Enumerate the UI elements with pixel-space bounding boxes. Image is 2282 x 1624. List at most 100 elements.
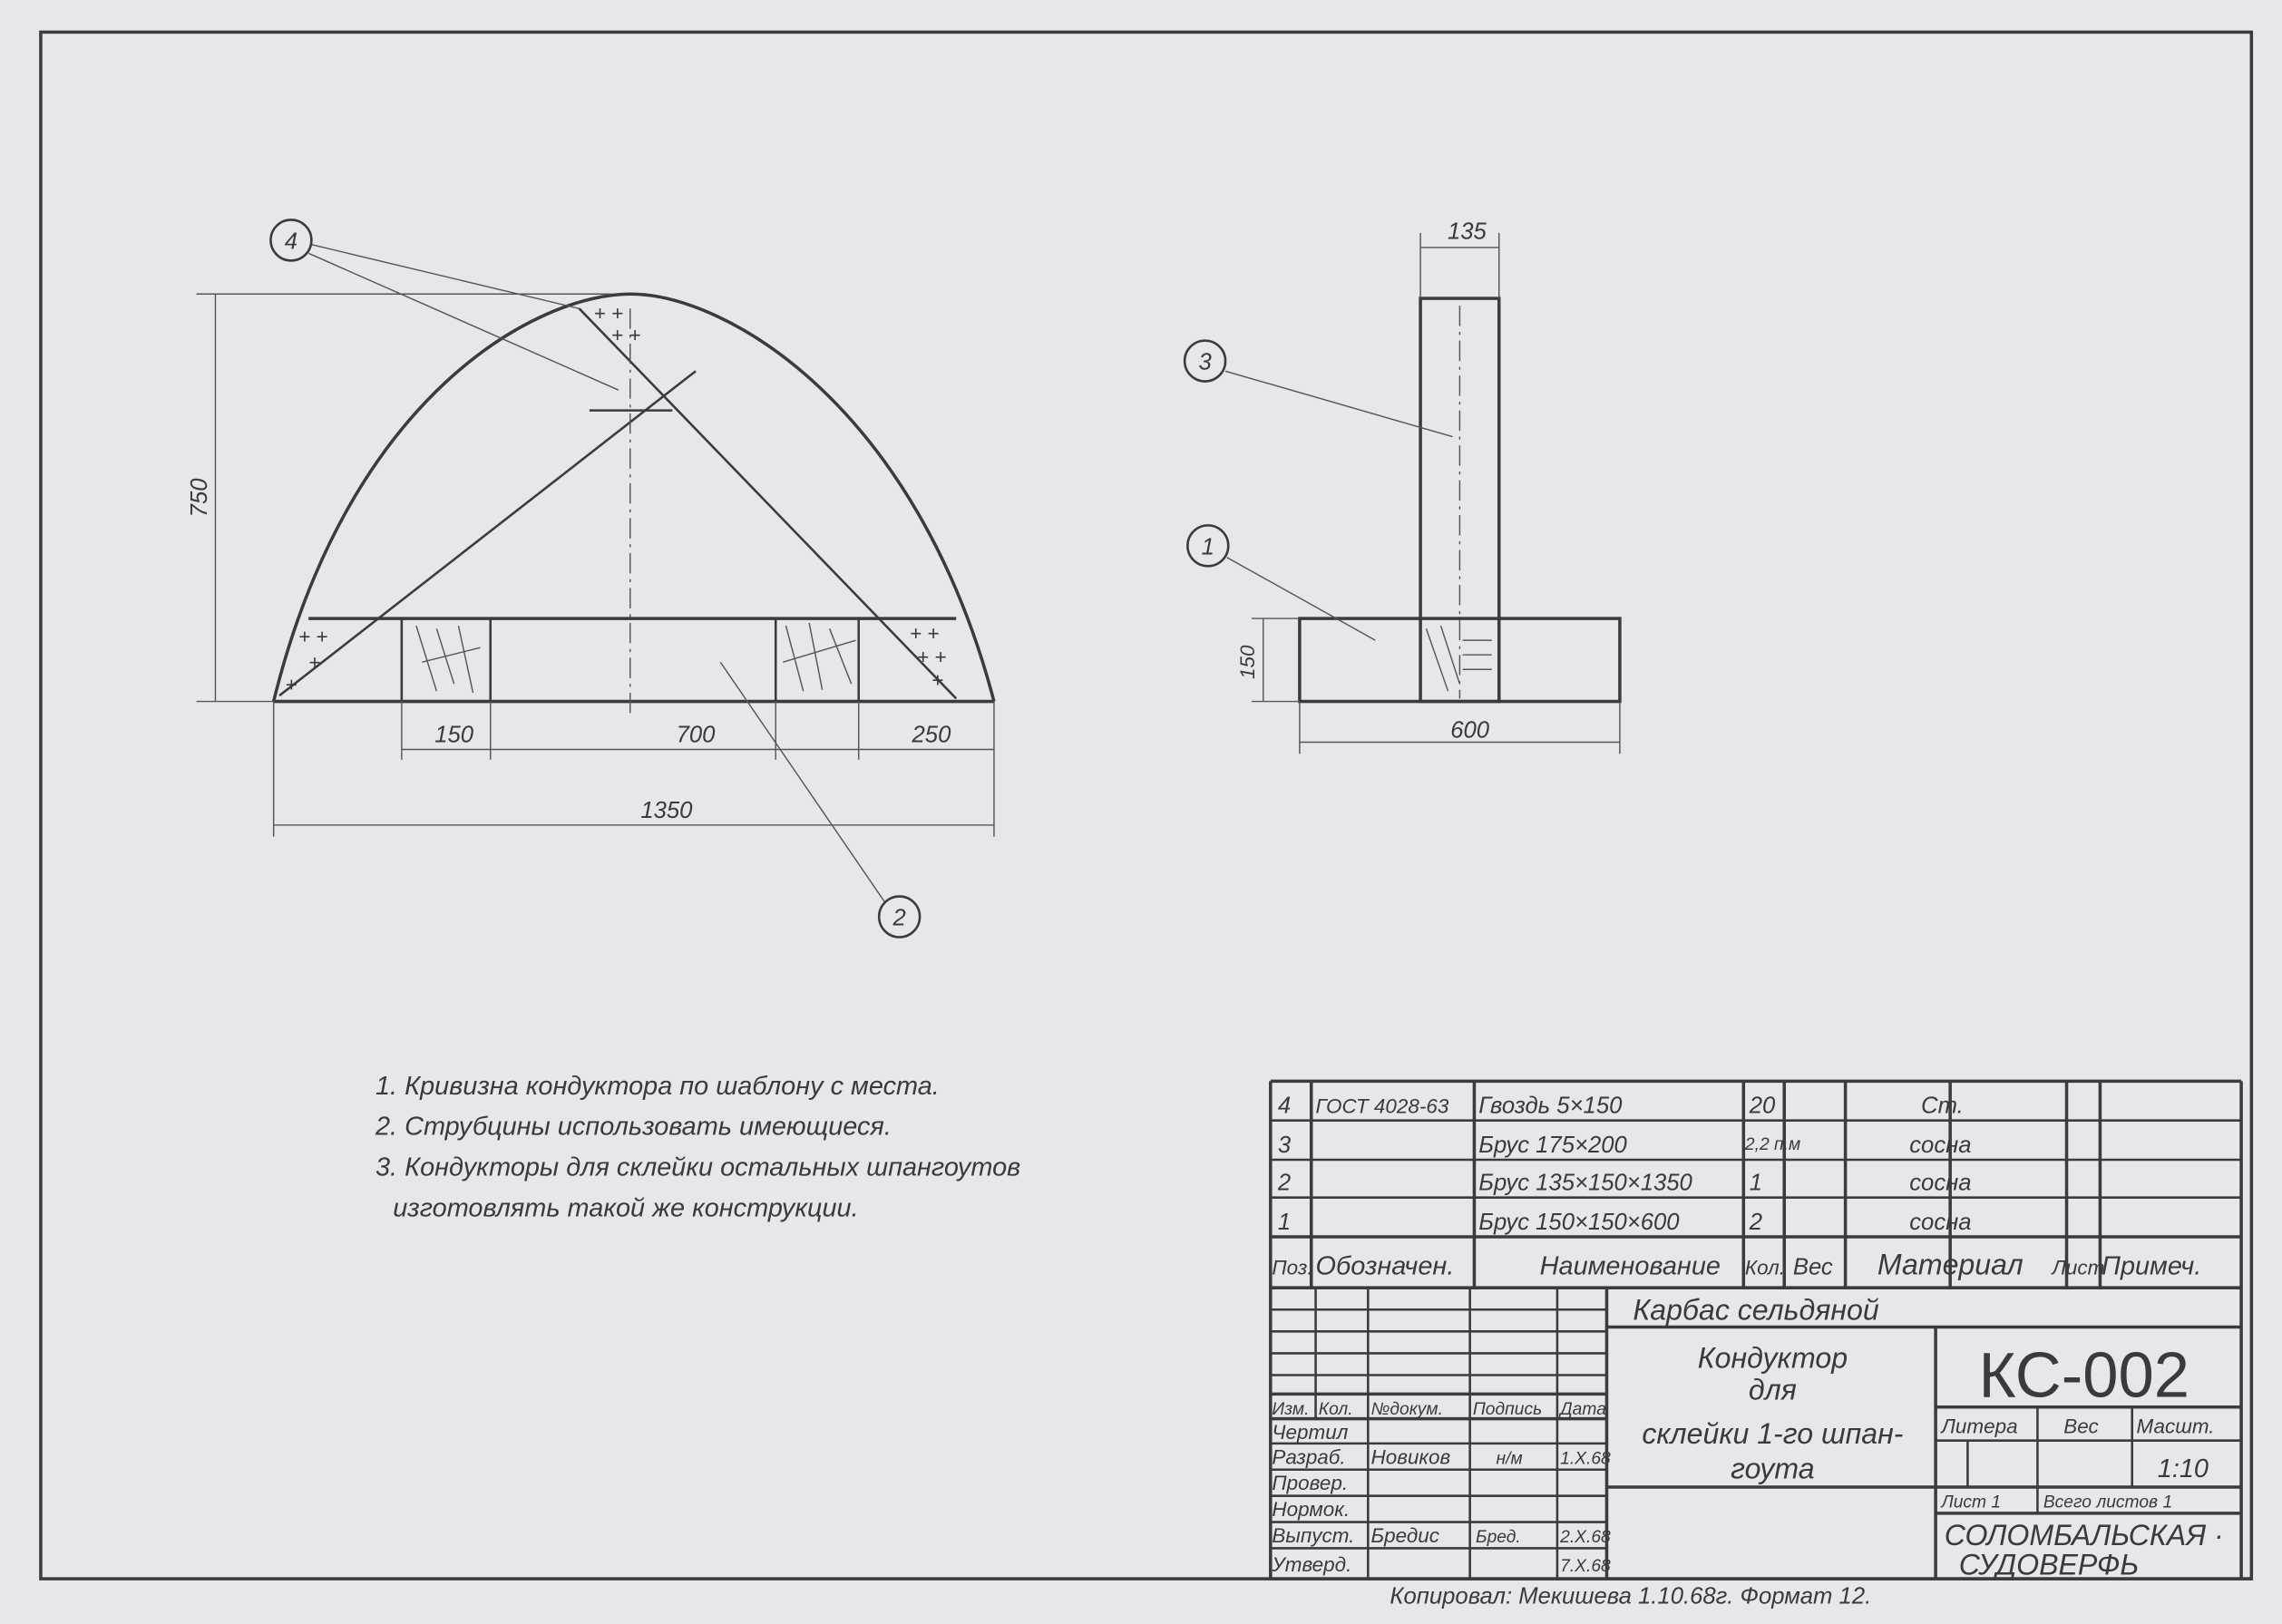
dim-600-label: 600 <box>1450 718 1490 744</box>
document-number: КС-002 <box>1978 1339 2189 1411</box>
svg-text:1.X.68: 1.X.68 <box>1560 1449 1611 1468</box>
spec-row: 2 Брус 135×150×1350 1 сосна <box>1277 1171 1972 1196</box>
litera-label: Литера <box>1940 1415 2018 1438</box>
spec-header: Поз. Обозначен. Наименование Кол. Вес Ма… <box>1272 1249 2201 1281</box>
note-1: 1. Кривизна кондуктора по шаблону с мест… <box>375 1072 940 1101</box>
signature-rows: Чертил Разраб. Новиков н/м 1.X.68 Провер… <box>1271 1421 1611 1576</box>
svg-text:Разраб.: Разраб. <box>1272 1445 1345 1468</box>
scale-value: 1:10 <box>2158 1454 2209 1483</box>
title-line-1: Кондуктор <box>1698 1341 1848 1374</box>
svg-text:Брус 150×150×600: Брус 150×150×600 <box>1478 1210 1680 1235</box>
sheet-number: Лист 1 <box>1940 1493 2002 1512</box>
sheets-total: Всего листов 1 <box>2043 1493 2172 1512</box>
copy-line: Копировал: Мекишева 1.10.68г. Формат 12. <box>1390 1583 1871 1609</box>
arch-frame <box>271 292 996 702</box>
weight-label: Вес <box>2063 1415 2098 1438</box>
support-block-left <box>400 617 492 703</box>
svg-text:2: 2 <box>1277 1171 1291 1196</box>
balloon-3 <box>1183 339 1227 383</box>
front-view: + +++ + ++ ++ + ++ + 750 150 700 250 135… <box>187 219 996 938</box>
wood-hatch-side <box>1425 625 1492 692</box>
notes: 1. Кривизна кондуктора по шаблону с мест… <box>375 1072 1020 1223</box>
svg-text:Кол.: Кол. <box>1745 1257 1785 1279</box>
spec-row: 3 Брус 175×200 2,2 п.м сосна <box>1278 1133 1972 1158</box>
svg-text:7.X.68: 7.X.68 <box>1560 1557 1611 1576</box>
svg-text:Материал: Материал <box>1877 1249 2024 1281</box>
note-2: 2. Струбцины использовать имеющиеся. <box>375 1113 892 1142</box>
svg-text:сосна: сосна <box>1909 1171 1971 1196</box>
svg-text:+ +: + + <box>611 324 640 346</box>
svg-text:Нормок.: Нормок. <box>1272 1498 1350 1521</box>
balloon-1 <box>1186 524 1230 568</box>
svg-text:ГОСТ 4028-63: ГОСТ 4028-63 <box>1316 1095 1449 1118</box>
svg-text:Чертил: Чертил <box>1272 1421 1348 1444</box>
signature-headers: Изм. Кол. №докум. Подпись Дата <box>1272 1400 1606 1419</box>
balloon-4-label: 4 <box>285 229 297 255</box>
svg-text:Выпуст.: Выпуст. <box>1272 1524 1354 1547</box>
svg-text:+ +: + + <box>917 646 946 668</box>
dim-middle-label: 700 <box>677 722 717 747</box>
svg-text:Бред.: Бред. <box>1476 1528 1521 1547</box>
note-3: 3. Кондукторы для склейки остальных шпан… <box>375 1153 1020 1182</box>
svg-text:+ +: + + <box>298 625 327 647</box>
nail-marks: + +++ + ++ ++ + ++ + <box>286 302 947 695</box>
company-line-2: СУДОВЕРФЬ <box>1959 1548 2140 1580</box>
svg-text:Брус 135×150×1350: Брус 135×150×1350 <box>1478 1171 1692 1196</box>
svg-text:+ +: + + <box>910 622 939 645</box>
svg-text:сосна: сосна <box>1909 1133 1971 1158</box>
title-block: Карбас сельдяной Кондуктор для склейки 1… <box>1270 1081 2252 1609</box>
svg-text:+: + <box>931 669 943 692</box>
svg-text:20: 20 <box>1749 1094 1776 1119</box>
dim-total-label: 1350 <box>640 798 693 823</box>
svg-text:1: 1 <box>1750 1171 1762 1196</box>
svg-text:№докум.: №докум. <box>1371 1400 1443 1419</box>
support-block-right <box>774 617 860 703</box>
svg-text:Дата: Дата <box>1558 1400 1606 1419</box>
svg-text:Провер.: Провер. <box>1272 1472 1348 1494</box>
svg-text:+: + <box>286 673 297 695</box>
diagonal-brace-left <box>278 370 697 697</box>
svg-text:н/м: н/м <box>1497 1449 1523 1468</box>
svg-text:Брус 175×200: Брус 175×200 <box>1478 1133 1627 1158</box>
balloon-2-label: 2 <box>892 906 905 931</box>
sheet-border <box>39 30 2254 1580</box>
balloon-3-label: 3 <box>1198 350 1212 375</box>
spec-row: 1 Брус 150×150×600 2 сосна <box>1278 1210 1972 1235</box>
spec-table: 4 ГОСТ 4028-63 Гвоздь 5×150 20 Ст. 3 Бру… <box>1269 1079 2242 1580</box>
balloon-1-label: 1 <box>1202 534 1214 559</box>
svg-text:Бредис: Бредис <box>1371 1524 1439 1547</box>
svg-text:Кол.: Кол. <box>1319 1400 1353 1419</box>
dim-135-label: 135 <box>1448 219 1487 244</box>
svg-text:Гвоздь 5×150: Гвоздь 5×150 <box>1478 1094 1623 1119</box>
svg-text:Изм.: Изм. <box>1272 1400 1309 1419</box>
upright-frame <box>1419 297 1501 704</box>
svg-text:Ст.: Ст. <box>1921 1094 1964 1119</box>
company-line-1: СОЛОМБАЛЬСКАЯ · <box>1945 1519 2224 1551</box>
dim-right-label: 250 <box>912 722 952 747</box>
note-3-cont: изготовлять такой же конструкции. <box>393 1194 858 1223</box>
svg-text:Подпись: Подпись <box>1473 1400 1542 1419</box>
svg-text:Поз.: Поз. <box>1272 1257 1312 1279</box>
svg-text:+: + <box>308 651 320 674</box>
svg-text:Утверд.: Утверд. <box>1271 1553 1351 1576</box>
dim-150-label: 150 <box>1236 645 1259 679</box>
svg-text:Лист: Лист <box>2050 1257 2104 1279</box>
svg-text:+ +: + + <box>594 302 623 325</box>
svg-text:2,2 п.м: 2,2 п.м <box>1744 1135 1800 1154</box>
balloon-2 <box>877 895 922 938</box>
side-view: 135 150 600 3 1 <box>1183 219 1622 754</box>
title-line-3: склейки 1-го шпан- <box>1642 1417 1903 1450</box>
svg-text:Примеч.: Примеч. <box>2102 1252 2201 1281</box>
spec-row: 4 ГОСТ 4028-63 Гвоздь 5×150 20 Ст. <box>1278 1094 1964 1119</box>
svg-text:2.X.68: 2.X.68 <box>1559 1528 1611 1547</box>
scale-label: Масшт. <box>2137 1415 2215 1438</box>
wood-hatch <box>415 622 856 694</box>
diagonal-brace-right <box>578 307 958 700</box>
svg-text:Наименование: Наименование <box>1540 1252 1721 1281</box>
balloon-4 <box>269 219 313 262</box>
svg-text:Вес: Вес <box>1793 1255 1833 1280</box>
svg-text:1: 1 <box>1278 1210 1291 1235</box>
svg-text:2: 2 <box>1749 1210 1762 1235</box>
svg-text:Обозначен.: Обозначен. <box>1316 1252 1455 1281</box>
